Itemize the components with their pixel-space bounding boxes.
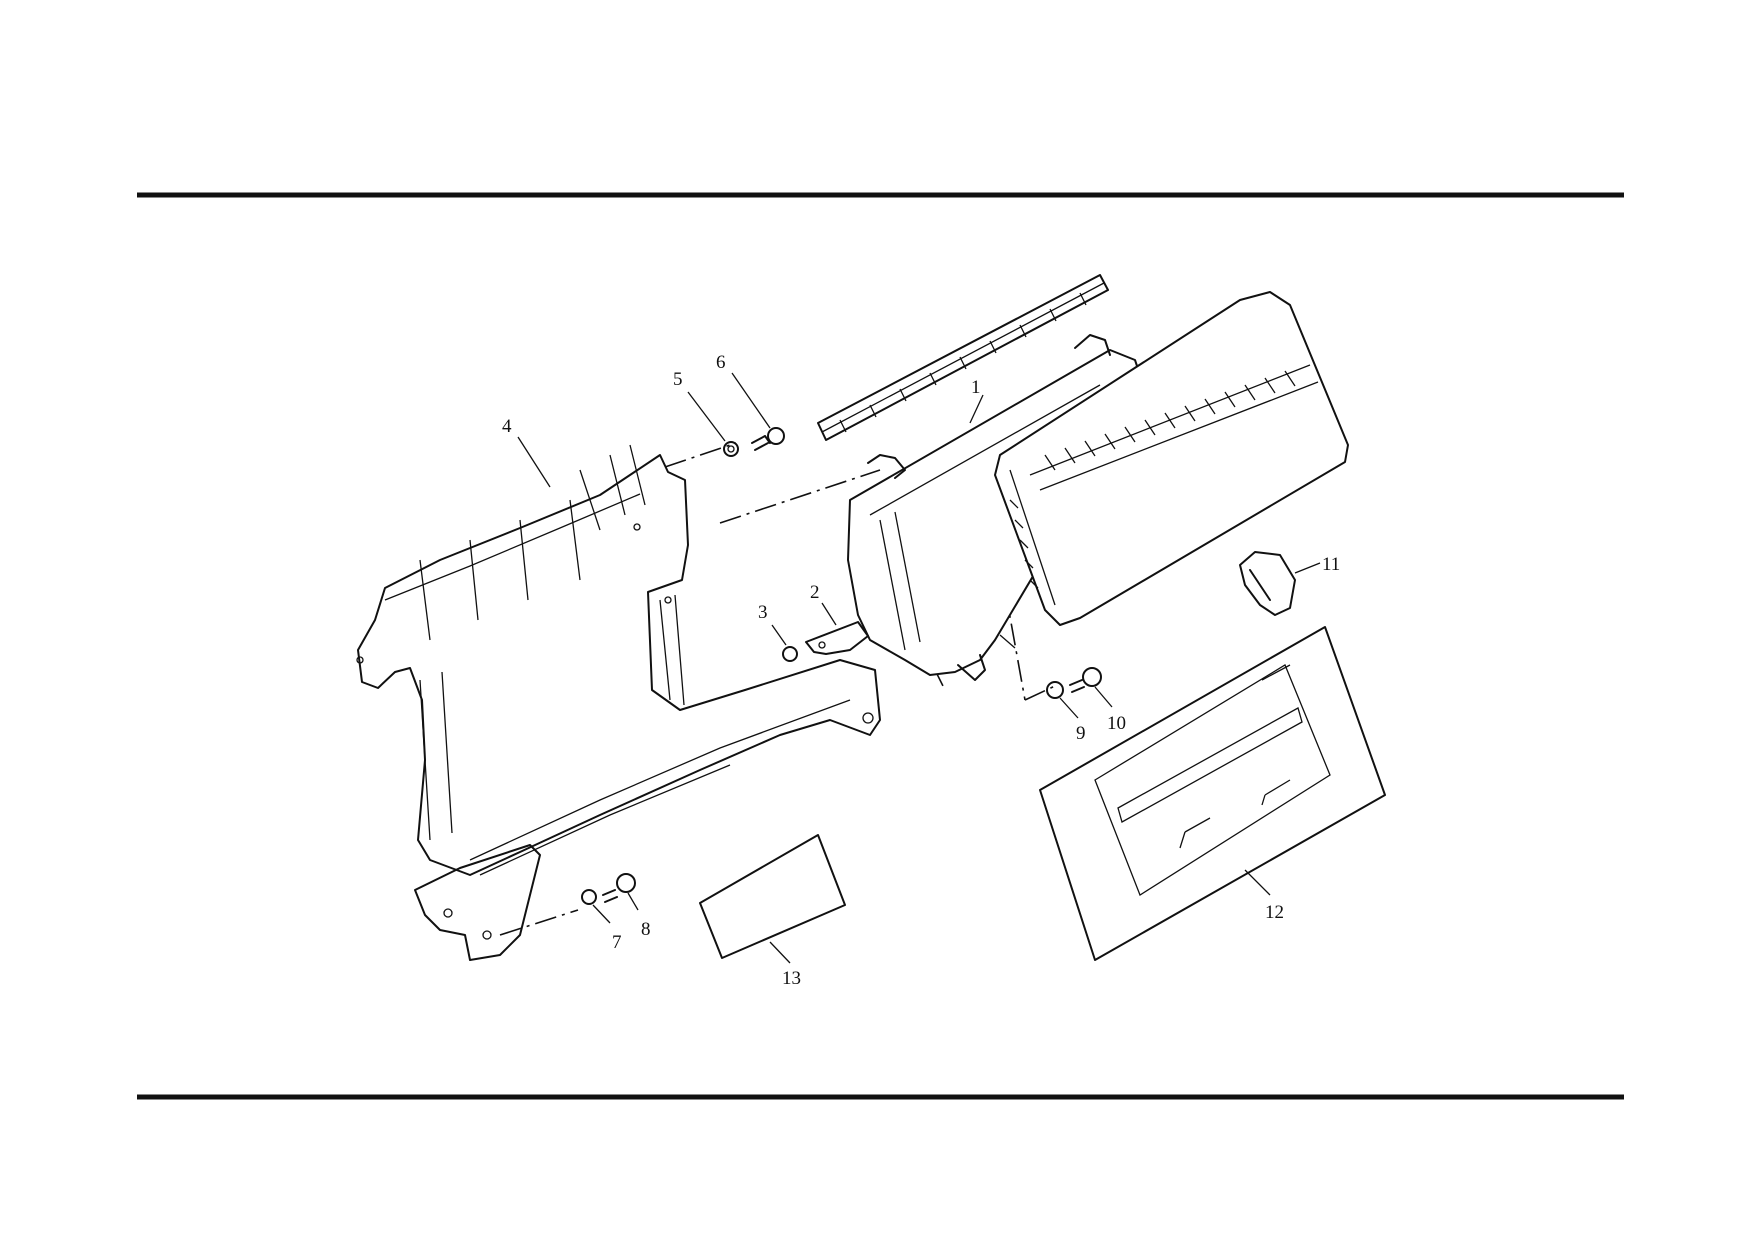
connector-strip bbox=[817, 274, 1109, 441]
nut-part-9 bbox=[1046, 681, 1064, 699]
callout-6: 6 bbox=[716, 352, 726, 373]
callout-5: 5 bbox=[673, 369, 683, 390]
label-sheet-large bbox=[1039, 626, 1386, 961]
washer-part-7 bbox=[581, 889, 597, 905]
callout-12: 12 bbox=[1265, 902, 1284, 923]
callout-9: 9 bbox=[1076, 723, 1086, 744]
callout-4: 4 bbox=[502, 416, 512, 437]
callout-10: 10 bbox=[1107, 713, 1126, 734]
callout-1: 1 bbox=[971, 377, 981, 398]
callout-2: 2 bbox=[810, 582, 820, 603]
support-bracket bbox=[356, 444, 881, 961]
clip-part bbox=[1239, 551, 1296, 616]
callout-11: 11 bbox=[1322, 554, 1340, 575]
fasteners bbox=[581, 427, 1102, 905]
label-sheet-small bbox=[699, 834, 846, 959]
callout-13: 13 bbox=[782, 968, 801, 989]
nut-part-3 bbox=[782, 646, 798, 662]
nut-part-5 bbox=[723, 441, 739, 457]
callout-7: 7 bbox=[612, 932, 622, 953]
instrument-face bbox=[994, 291, 1349, 626]
callout-leaders bbox=[517, 372, 1321, 964]
bolt-part-10 bbox=[1069, 679, 1085, 693]
bracket-part-2 bbox=[805, 621, 869, 655]
callout-8: 8 bbox=[641, 919, 651, 940]
bolt-part-8 bbox=[602, 889, 618, 903]
callout-3: 3 bbox=[758, 602, 768, 623]
